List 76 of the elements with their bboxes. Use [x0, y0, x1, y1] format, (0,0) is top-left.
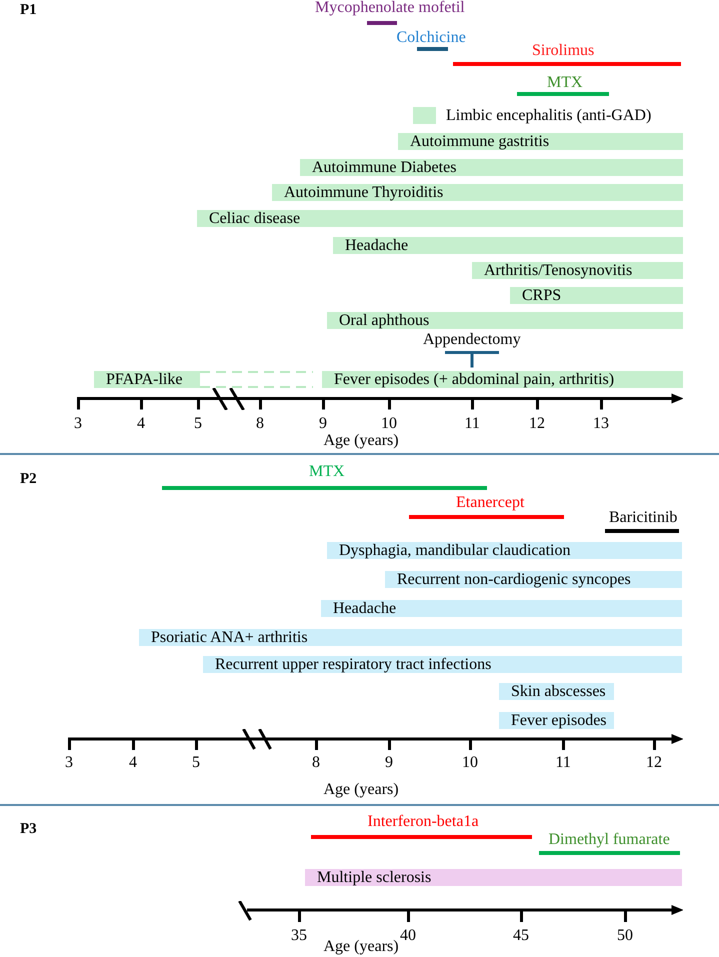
bar-label: Fever episodes (+ abdominal pain, arthritis)	[334, 371, 614, 388]
tick-label: 9	[319, 416, 327, 432]
bar-label: PFAPA-like	[106, 371, 182, 388]
tick-label: 10	[462, 755, 478, 771]
panel-label: P1	[20, 2, 37, 18]
duration-bar	[327, 312, 683, 329]
tick-label: 45	[513, 928, 529, 944]
bar-label: Headache	[333, 600, 396, 617]
tick-label: 40	[400, 928, 416, 944]
duration-bar	[94, 371, 200, 388]
bar-label: Fever episodes	[511, 712, 607, 729]
bar-label: CRPS	[522, 287, 562, 304]
bar-label: Headache	[345, 237, 408, 254]
drug-label: MTX	[547, 75, 583, 91]
tick-label: 8	[256, 416, 264, 432]
tick-label: 11	[556, 755, 571, 771]
drug-label: Colchicine	[396, 30, 466, 46]
dashed-bar	[200, 371, 313, 388]
duration-bar	[197, 210, 683, 227]
bar-label: Psoriatic ANA+ arthritis	[151, 629, 308, 646]
axis-title: Age (years)	[324, 433, 399, 449]
bar-label: Dysphagia, mandibular claudication	[339, 542, 570, 559]
duration-bar	[321, 600, 682, 617]
bar-label: Autoimmune Diabetes	[312, 159, 456, 176]
tick-label: 35	[291, 928, 307, 944]
tick-label: 4	[137, 416, 145, 432]
axis-title: Age (years)	[324, 939, 399, 955]
tick-label: 5	[192, 755, 200, 771]
duration-bar	[327, 542, 682, 559]
bar-label: Oral aphthous	[339, 312, 430, 329]
tick-label: 3	[65, 755, 73, 771]
tick-label: 4	[129, 755, 137, 771]
duration-bar	[333, 237, 683, 254]
panel-label: P2	[20, 471, 37, 487]
duration-bar	[385, 571, 682, 588]
tick-label: 50	[617, 928, 633, 944]
drug-label: Baricitinib	[609, 510, 678, 526]
tick-label: 11	[464, 416, 480, 432]
duration-bar	[305, 869, 682, 886]
axis-title: Age (years)	[324, 782, 399, 798]
duration-bar	[510, 287, 683, 304]
drug-label: Mycophenolate mofetil	[315, 0, 465, 16]
tick-label: 8	[312, 755, 320, 771]
drug-label: Interferon-beta1a	[368, 814, 479, 830]
bar-label: Limbic encephalitis (anti-GAD)	[446, 108, 652, 124]
duration-bar	[272, 184, 683, 201]
drug-label: Etanercept	[456, 495, 524, 511]
duration-bar	[499, 683, 614, 700]
duration-bar	[398, 133, 683, 150]
duration-bar	[139, 629, 682, 646]
bar-label: Recurrent non-cardiogenic syncopes	[397, 571, 631, 588]
duration-bar	[300, 159, 683, 176]
panel	[0, 0, 719, 455]
tick-label: 9	[385, 755, 393, 771]
tick-label: 12	[529, 416, 545, 432]
bar-label: Skin abscesses	[511, 683, 606, 700]
tick-label: 3	[74, 416, 82, 432]
bar-label: Arthritis/Tenosynovitis	[484, 262, 632, 279]
panel-label: P3	[20, 821, 37, 837]
bar-label: Autoimmune gastritis	[410, 133, 550, 150]
duration-bar	[203, 656, 682, 673]
bar-label: Celiac disease	[209, 210, 300, 227]
duration-bar	[472, 262, 683, 279]
tick-label: 10	[381, 416, 397, 432]
event-label: Appendectomy	[423, 332, 521, 348]
bar-label: Multiple sclerosis	[317, 869, 432, 886]
bar-label: Autoimmune Thyroiditis	[284, 184, 444, 201]
duration-bar	[499, 712, 614, 729]
drug-label: MTX	[309, 464, 345, 480]
drug-label: Sirolimus	[532, 43, 594, 59]
tick-label: 5	[194, 416, 202, 432]
drug-label: Dimethyl fumarate	[548, 832, 670, 848]
tick-label: 13	[593, 416, 609, 432]
bar-label: Recurrent upper respiratory tract infections	[215, 656, 492, 673]
duration-bar	[322, 371, 683, 388]
tick-label: 12	[646, 755, 662, 771]
